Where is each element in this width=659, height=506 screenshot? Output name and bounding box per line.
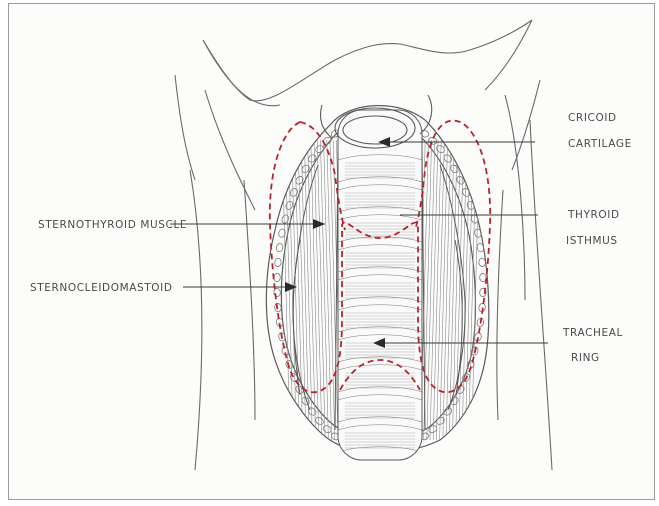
fat-cell [276,243,284,253]
fat-cell [314,144,325,154]
muscle-fiber [314,140,322,440]
muscle-fiber [430,140,438,440]
muscle-fiber [427,140,435,440]
trachea [338,110,422,460]
fat-cell [314,416,325,426]
fat-cell [478,258,486,267]
muscle-fiber [327,140,335,440]
muscle-fiber [311,140,319,440]
fat-cell [289,187,299,198]
muscle-fiber [324,140,332,440]
label-tracheal-line1: TRACHEAL [562,327,623,339]
fat-cell [285,200,295,210]
fat-cell [307,153,318,163]
fat-cell [278,228,287,238]
fat-cell [474,228,483,238]
muscle-fiber [317,140,325,440]
label-cricoid-line2: CARTILAGE [568,138,632,150]
labels: CRICOID CARTILAGE STERNOTHYROID MUSCLE T… [30,112,632,364]
muscle-fiber [320,140,328,440]
label-thyroid-line2: ISTHMUS [566,235,618,247]
fat-cell [449,396,459,406]
label-thyroid-line1: THYROID [567,209,620,221]
fat-cell [443,406,454,416]
fat-cell [281,214,290,224]
fat-cell [466,200,476,210]
sternothyroid-arrowhead [313,219,325,229]
muscle-fiber [433,140,441,440]
fat-cell [322,424,332,434]
muscle-fiber [443,140,451,440]
fat-cell [455,175,465,186]
fat-cell [274,258,282,267]
fat-cell [274,273,281,282]
muscle-fiber [301,140,309,440]
label-tracheal-line2: RING [571,352,600,364]
muscle-fiber [472,140,480,440]
muscle-fiber [292,140,300,440]
muscle-fiber [436,140,444,440]
label-sternocleidomastoid: STERNOCLEIDOMASTOID [30,282,173,294]
fat-cell [285,359,295,369]
muscle-fiber [446,140,454,440]
muscle-fiber [295,140,303,440]
label-sternothyroid: STERNOTHYROID MUSCLE [38,219,187,231]
label-cricoid-line1: CRICOID [568,112,617,124]
muscle-fiber [462,140,470,440]
muscle-fiber [459,140,467,440]
muscle-fiber [456,140,464,440]
